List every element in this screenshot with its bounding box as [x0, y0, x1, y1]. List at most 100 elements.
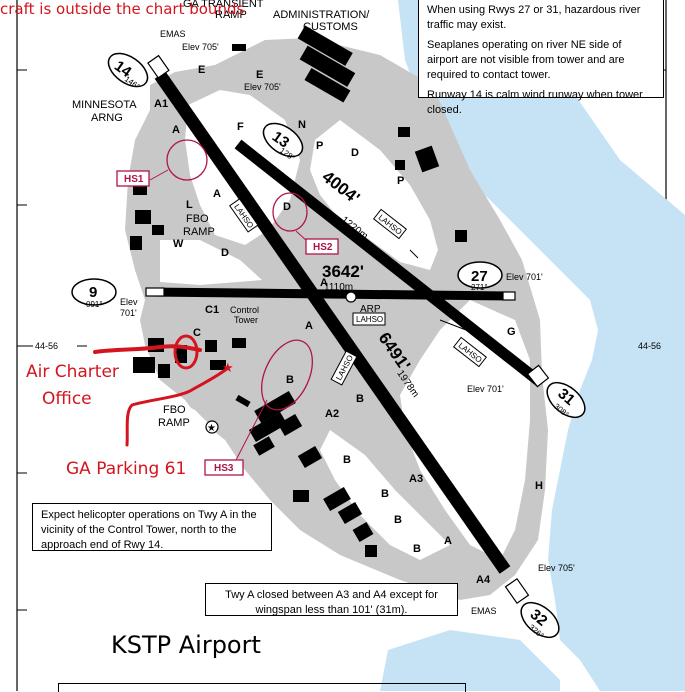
- overlay-banner: craft is outside the chart bounds: [0, 0, 245, 18]
- ga-parking-label: GA Parking 61: [66, 459, 187, 479]
- map-title: KSTP Airport: [111, 631, 261, 659]
- control-tower-label-2: Tower: [234, 315, 258, 325]
- elev-rwy9-1: Elev: [120, 297, 138, 307]
- svg-text:B: B: [413, 543, 421, 555]
- svg-text:C1: C1: [205, 304, 219, 316]
- svg-text:A: A: [172, 124, 180, 136]
- hotspot-hs1: [116, 170, 150, 187]
- svg-text:D: D: [283, 201, 291, 213]
- helicopter-note-box: Expect helicopter operations on Twy A in…: [32, 503, 272, 551]
- elev-rwy13: Elev 705': [244, 82, 281, 92]
- svg-text:G: G: [507, 326, 516, 338]
- svg-text:HS1: HS1: [124, 174, 144, 185]
- svg-text:D: D: [221, 247, 229, 259]
- elev-rwy9-2: 701': [120, 308, 137, 318]
- info-note-1: When using Rwys 27 or 31, hazardous rive…: [427, 4, 641, 31]
- rwy27-number: 27: [471, 268, 488, 285]
- svg-text:F: F: [237, 121, 244, 133]
- air-charter-label-1: Air Charter: [26, 362, 119, 382]
- svg-text:LAHSO: LAHSO: [356, 315, 383, 324]
- coord-right: 44-56: [638, 341, 662, 351]
- svg-text:FBO: FBO: [163, 404, 186, 416]
- annotation-star: ★: [222, 360, 234, 375]
- svg-text:B: B: [286, 374, 294, 386]
- annotation-circle: [173, 334, 199, 370]
- taxiway-labels: A1 A E E N F P D P L A D W D C1 C A B A2…: [154, 64, 543, 586]
- svg-text:W: W: [173, 238, 184, 250]
- svg-text:★: ★: [207, 423, 216, 434]
- svg-text:B: B: [381, 488, 389, 500]
- svg-text:A: A: [305, 320, 313, 332]
- svg-text:A2: A2: [325, 408, 339, 420]
- svg-text:A1: A1: [154, 98, 168, 110]
- emas-label: EMAS: [160, 29, 186, 39]
- svg-text:HS2: HS2: [313, 242, 333, 253]
- elev-rwy27: Elev 701': [506, 272, 543, 282]
- rwy13-number: 13: [269, 128, 292, 151]
- svg-text:E: E: [256, 69, 263, 81]
- svg-text:RAMP: RAMP: [158, 417, 190, 429]
- control-tower-label-1: Control: [230, 305, 259, 315]
- svg-text:B: B: [394, 514, 402, 526]
- arp-label: ARP: [360, 304, 381, 315]
- hotspot-hs2: [305, 238, 339, 255]
- svg-text:CUSTOMS: CUSTOMS: [303, 21, 358, 33]
- svg-text:C: C: [193, 327, 201, 339]
- hotspot-hs3: [204, 459, 244, 476]
- svg-text:A: A: [213, 188, 221, 200]
- twy-a-closure-box: Twy A closed between A3 and A4 except fo…: [205, 583, 458, 616]
- info-note-3: Runway 14 is calm wind runway when tower…: [427, 89, 643, 116]
- svg-text:A: A: [364, 371, 372, 383]
- air-charter-label-2: Office: [42, 389, 92, 409]
- elev-rwy32: Elev 705': [538, 563, 575, 573]
- rwy9-27-length-m: 1110m: [324, 282, 353, 293]
- rwy9-number: 9: [89, 284, 97, 301]
- info-note-2: Seaplanes operating on river NE side of …: [427, 39, 625, 81]
- rwy27-heading: 271°: [471, 283, 488, 292]
- rwy9-heading: 091°: [86, 300, 103, 309]
- runway-end-32: 32 326°: [520, 601, 560, 640]
- annotation-stroke-left: [93, 344, 202, 354]
- svg-text:RAMP: RAMP: [183, 226, 215, 238]
- twy-a-closure-note: Twy A closed between A3 and A4 except fo…: [225, 589, 438, 616]
- rwy9-27-length-ft: 3642': [322, 262, 364, 281]
- runway-end-14: 14 146°: [107, 52, 149, 91]
- place-labels: GA TRANSIENT RAMP ADMINISTRATION/ CUSTOM…: [72, 0, 370, 429]
- elev-rwy31: Elev 701': [467, 384, 504, 394]
- svg-text:A4: A4: [476, 574, 491, 586]
- svg-text:FBO: FBO: [186, 213, 209, 225]
- svg-text:P: P: [316, 140, 323, 152]
- svg-text:B: B: [343, 454, 351, 466]
- svg-text:GA TRANSIENT: GA TRANSIENT: [183, 0, 264, 10]
- control-tower-symbol: [205, 420, 219, 434]
- runways: [145, 54, 550, 605]
- elev-emas-nw: Elev 705': [182, 42, 219, 52]
- svg-text:MINNESOTA: MINNESOTA: [72, 99, 137, 111]
- helicopter-note: Expect helicopter operations on Twy A in…: [41, 509, 257, 551]
- svg-text:D: D: [351, 147, 359, 159]
- svg-text:L: L: [186, 199, 193, 211]
- svg-text:N: N: [298, 119, 306, 131]
- info-note-box: When using Rwys 27 or 31, hazardous rive…: [418, 0, 664, 116]
- svg-text:HS3: HS3: [214, 463, 234, 474]
- svg-text:A: A: [444, 535, 452, 547]
- svg-text:E: E: [198, 64, 205, 76]
- hotspots: HS1 HS2 HS3: [116, 139, 339, 476]
- river-bank-south: [380, 630, 560, 691]
- svg-text:ARNG: ARNG: [91, 112, 123, 124]
- arp-symbol: [345, 291, 357, 303]
- svg-text:P: P: [397, 175, 404, 187]
- svg-text:RAMP: RAMP: [215, 9, 247, 21]
- svg-text:A: A: [320, 277, 328, 289]
- bottom-frame: [58, 683, 466, 692]
- emas-se-label: EMAS: [471, 606, 497, 616]
- annotation-line: [125, 366, 230, 447]
- runway-end-9: 9 091°: [71, 278, 117, 309]
- svg-text:A3: A3: [409, 473, 423, 485]
- coord-left: 44-56: [35, 341, 59, 351]
- svg-text:B: B: [356, 393, 364, 405]
- svg-text:H: H: [535, 480, 543, 492]
- runway-end-27: 27 271°: [457, 261, 503, 292]
- svg-text:ADMINISTRATION/: ADMINISTRATION/: [273, 9, 370, 21]
